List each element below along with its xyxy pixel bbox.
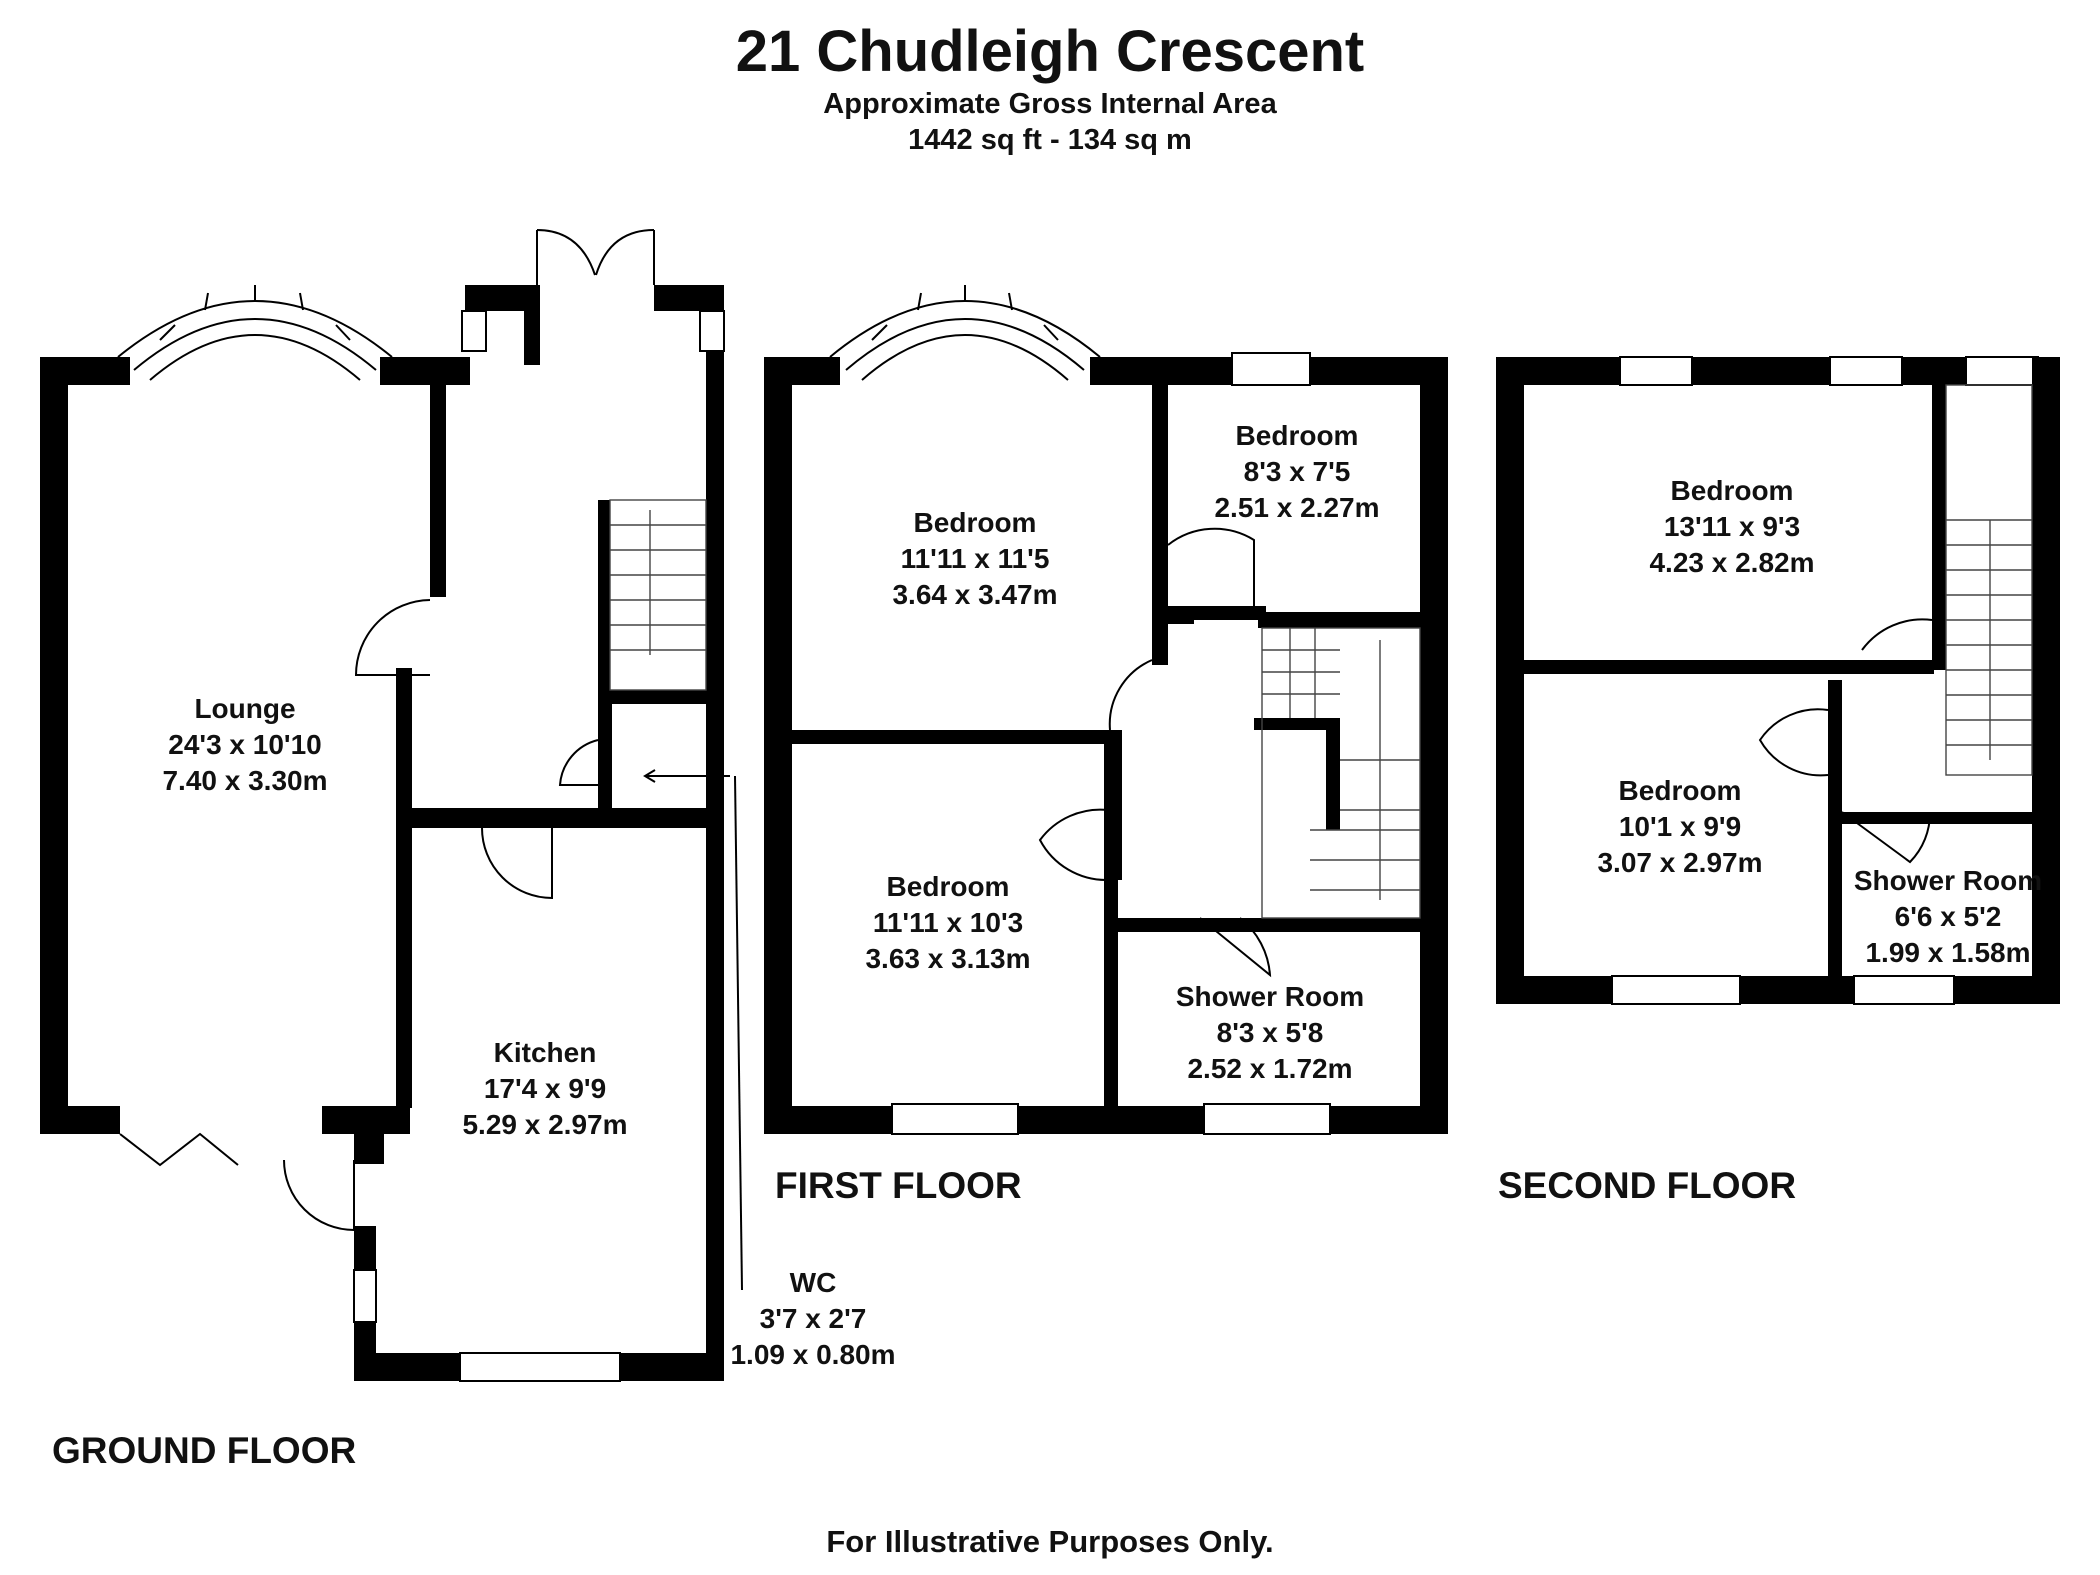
kitchen-name: Kitchen	[494, 1037, 597, 1068]
ff-bedroom-3-imperial: 11'11 x 10'3	[873, 907, 1023, 938]
sf-bedroom-2-label: Bedroom 10'1 x 9'9 3.07 x 2.97m	[1597, 775, 1762, 878]
ff-shower-room-metric: 2.52 x 1.72m	[1187, 1053, 1352, 1084]
sf-bedroom-1-name: Bedroom	[1671, 475, 1794, 506]
wc-imperial: 3'7 x 2'7	[760, 1303, 867, 1334]
ff-bedroom-1-label: Bedroom 11'11 x 11'5 3.64 x 3.47m	[892, 507, 1057, 610]
sf-bedroom-1-imperial: 13'11 x 9'3	[1664, 511, 1800, 542]
plan-subtitle: Approximate Gross Internal Area	[823, 88, 1277, 120]
sf-bedroom-2-metric: 3.07 x 2.97m	[1597, 847, 1762, 878]
disclaimer: For Illustrative Purposes Only.	[826, 1524, 1274, 1559]
plan-title: 21 Chudleigh Crescent	[735, 19, 1365, 84]
lounge-name: Lounge	[194, 693, 295, 724]
ff-bedroom-2-metric: 2.51 x 2.27m	[1214, 492, 1379, 523]
lounge-metric: 7.40 x 3.30m	[162, 765, 327, 796]
ff-bedroom-3-label: Bedroom 11'11 x 10'3 3.63 x 3.13m	[865, 871, 1030, 974]
first-floor-label: FIRST FLOOR	[775, 1165, 1022, 1206]
sf-shower-room-metric: 1.99 x 1.58m	[1865, 937, 2030, 968]
sf-shower-room-name: Shower Room	[1854, 865, 2042, 896]
sf-shower-room-label: Shower Room 6'6 x 5'2 1.99 x 1.58m	[1854, 865, 2042, 968]
sf-bedroom-1-label: Bedroom 13'11 x 9'3 4.23 x 2.82m	[1649, 475, 1814, 578]
wc-label: WC 3'7 x 2'7 1.09 x 0.80m	[730, 1267, 895, 1370]
ff-shower-room-label: Shower Room 8'3 x 5'8 2.52 x 1.72m	[1176, 981, 1364, 1084]
sf-bedroom-2-imperial: 10'1 x 9'9	[1619, 811, 1741, 842]
sf-shower-room-imperial: 6'6 x 5'2	[1895, 901, 2002, 932]
kitchen-label: Kitchen 17'4 x 9'9 5.29 x 2.97m	[462, 1037, 627, 1140]
ff-bedroom-2-label: Bedroom 8'3 x 7'5 2.51 x 2.27m	[1214, 420, 1379, 523]
kitchen-imperial: 17'4 x 9'9	[484, 1073, 606, 1104]
ff-bedroom-2-imperial: 8'3 x 7'5	[1244, 456, 1351, 487]
kitchen-metric: 5.29 x 2.97m	[462, 1109, 627, 1140]
second-floor-label: SECOND FLOOR	[1498, 1165, 1797, 1206]
ff-bedroom-1-imperial: 11'11 x 11'5	[901, 543, 1050, 574]
ff-shower-room-name: Shower Room	[1176, 981, 1364, 1012]
sf-bedroom-2-name: Bedroom	[1619, 775, 1742, 806]
ff-bedroom-3-metric: 3.63 x 3.13m	[865, 943, 1030, 974]
ff-bedroom-1-metric: 3.64 x 3.47m	[892, 579, 1057, 610]
plan-area: 1442 sq ft - 134 sq m	[908, 124, 1192, 156]
lounge-label: Lounge 24'3 x 10'10 7.40 x 3.30m	[162, 693, 327, 796]
first-floor-plan	[764, 285, 1448, 1135]
ground-floor-label: GROUND FLOOR	[52, 1430, 357, 1471]
lounge-imperial: 24'3 x 10'10	[168, 729, 321, 760]
wc-metric: 1.09 x 0.80m	[730, 1339, 895, 1370]
wc-name: WC	[790, 1267, 837, 1298]
second-floor-plan	[1496, 356, 2060, 1005]
ground-floor-plan	[40, 229, 743, 1382]
ff-bedroom-1-name: Bedroom	[914, 507, 1037, 538]
ff-shower-room-imperial: 8'3 x 5'8	[1217, 1017, 1324, 1048]
ff-bedroom-3-name: Bedroom	[887, 871, 1010, 902]
sf-bedroom-1-metric: 4.23 x 2.82m	[1649, 547, 1814, 578]
ff-bedroom-2-name: Bedroom	[1236, 420, 1359, 451]
